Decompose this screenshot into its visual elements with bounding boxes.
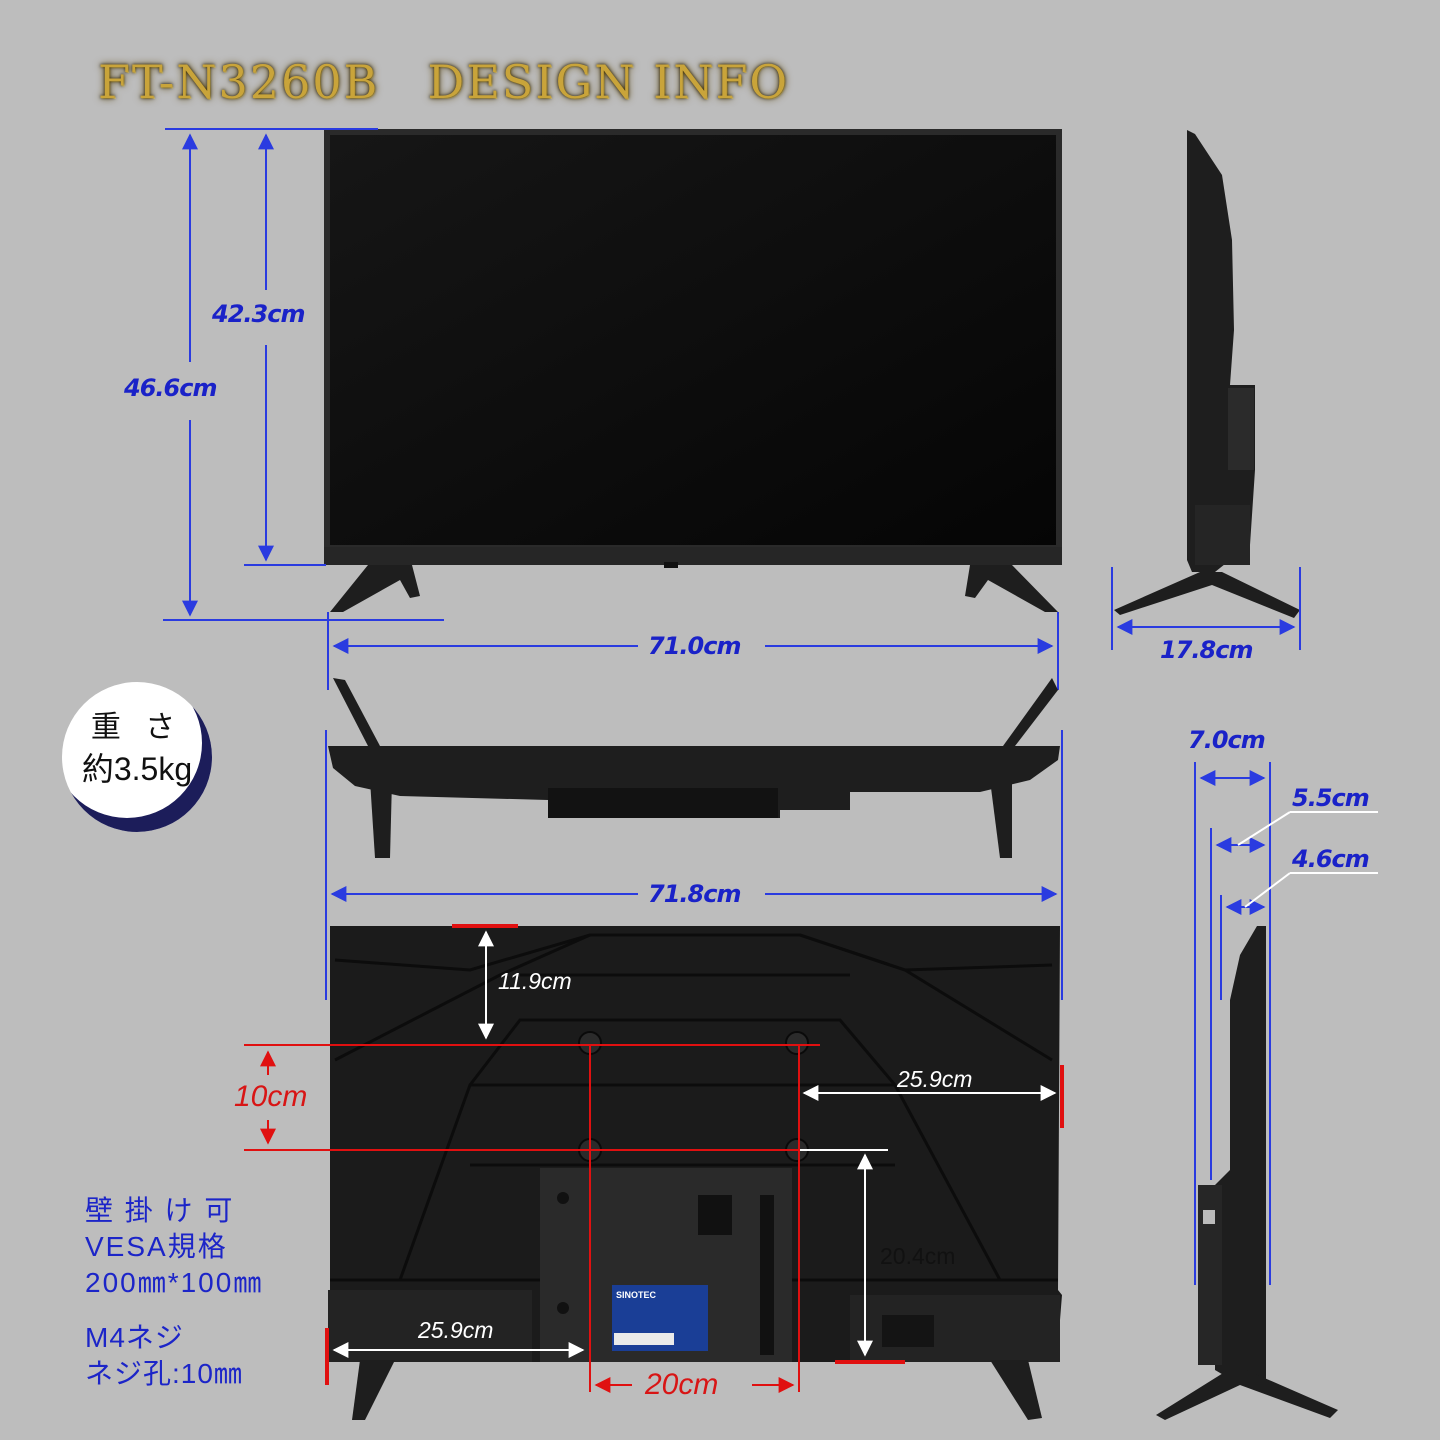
screw-note: M4ネジ xyxy=(85,1322,184,1353)
mount-notes: 壁 掛 け 可 VESA規格 200㎜*100㎜ xyxy=(85,1193,263,1301)
screw-hole-note: ネジ孔:10㎜ xyxy=(85,1358,243,1389)
top-dimensions xyxy=(325,730,1063,1000)
mount-to-bottom-label: 20.4cm xyxy=(880,1243,956,1269)
side-dimensions xyxy=(1111,567,1301,650)
rear-label-brand: SINOTEC xyxy=(616,1290,657,1300)
slim-side-view xyxy=(1156,926,1338,1420)
vesa-horizontal-label: 20cm xyxy=(645,1368,719,1401)
stand-depth-label: 17.8cm xyxy=(1160,636,1253,664)
weight-value: 約3.5kg xyxy=(81,751,193,787)
mount-to-side-label: 25.9cm xyxy=(897,1066,973,1092)
vesa-size-note: 200㎜*100㎜ xyxy=(85,1267,264,1298)
screen-height-label: 42.3cm xyxy=(212,300,305,328)
rear-white-dimensions xyxy=(332,930,1057,1358)
top-to-mount-label: 11.9cm xyxy=(498,968,572,994)
stand-width-label: 71.0cm xyxy=(648,632,741,660)
top-view xyxy=(328,678,1060,858)
depth-mid-label: 5.5cm xyxy=(1292,784,1370,812)
rear-red-dimensions xyxy=(244,924,1064,1393)
vesa-vertical-label: 10cm xyxy=(234,1080,308,1113)
depth-total-label: 7.0cm xyxy=(1188,726,1266,754)
total-height-label: 46.6cm xyxy=(124,374,217,402)
left-to-mount-label: 25.9cm xyxy=(418,1317,494,1343)
rear-view: SINOTEC xyxy=(328,926,1062,1420)
total-width-label: 71.8cm xyxy=(648,880,741,908)
front-view xyxy=(324,129,1062,612)
vesa-note: VESA規格 xyxy=(85,1231,228,1262)
depth-thin-label: 4.6cm xyxy=(1292,845,1370,873)
weight-label: 重 さ xyxy=(90,711,184,744)
page-title: FT-N3260B DESIGN INFO xyxy=(98,55,790,109)
side-view xyxy=(1114,130,1300,618)
weight-badge: 重 さ 約3.5kg xyxy=(62,682,212,832)
slim-side-dimensions xyxy=(1194,762,1378,1285)
front-dimensions xyxy=(163,128,1059,690)
screw-notes: M4ネジ ネジ孔:10㎜ xyxy=(85,1320,243,1392)
wall-mount-note: 壁 掛 け 可 xyxy=(85,1195,235,1226)
